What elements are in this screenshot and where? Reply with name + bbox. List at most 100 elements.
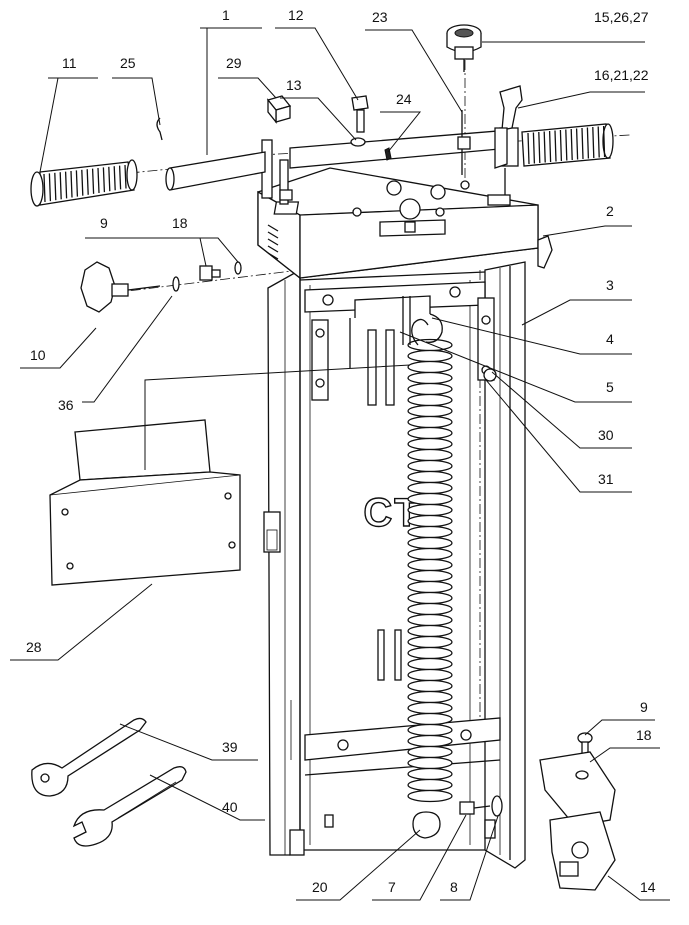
callout-5: 5 (606, 379, 614, 395)
callout-36: 36 (58, 397, 74, 413)
callout-12: 12 (288, 7, 304, 23)
grip-rib (70, 170, 73, 198)
callout-15-26-27: 15,26,27 (594, 9, 649, 25)
callout-18-top: 18 (172, 215, 188, 231)
callout-4: 4 (606, 331, 614, 347)
callout-11: 11 (62, 55, 77, 71)
grip-rib (538, 131, 541, 164)
grip-rib (86, 169, 89, 195)
callout-24: 24 (396, 91, 412, 107)
left-grip (30, 159, 138, 207)
callout-14: 14 (640, 879, 656, 895)
spring (407, 318, 453, 803)
bolt-part-9-bottom (577, 732, 593, 759)
spring-coil (407, 745, 453, 759)
washer-part-36 (172, 276, 180, 292)
callout-1: 1 (222, 7, 230, 23)
grip-rib (118, 165, 122, 190)
grip-rib (102, 167, 106, 193)
callout-30: 30 (598, 427, 614, 443)
grip-rib (575, 128, 579, 160)
spring-coil (407, 569, 453, 583)
washer-part-18-top (234, 261, 242, 275)
callout-16-21-22: 16,21,22 (594, 67, 649, 83)
spring-coil (407, 393, 453, 407)
callout-9-bottom: 9 (640, 699, 648, 715)
frame-lettering: CT (363, 491, 420, 535)
callout-23: 23 (372, 9, 388, 25)
callout-25: 25 (120, 55, 136, 71)
spring-coil (407, 371, 453, 385)
grip-rib (532, 132, 536, 164)
spring-coil (407, 459, 453, 473)
grip-rib (602, 125, 606, 158)
callout-39: 39 (222, 739, 238, 755)
grip-rib (64, 171, 68, 199)
grip-rib (97, 167, 100, 194)
grip-rib (565, 129, 568, 161)
callout-18-bottom: 18 (636, 727, 652, 743)
top-housing (257, 139, 553, 280)
spring-coil (407, 536, 453, 550)
grip-rib (59, 172, 62, 200)
leader-lines (10, 27, 670, 901)
open-wrench-part-40 (72, 766, 187, 847)
grip-rib (586, 127, 590, 159)
callout-20: 20 (312, 879, 328, 895)
grip-rib (43, 173, 46, 203)
spring-coil (407, 756, 453, 770)
mounting-plate-part-28 (49, 419, 241, 586)
callout-31: 31 (598, 471, 614, 487)
callout-28: 28 (26, 639, 42, 655)
spring-coil (407, 778, 453, 792)
throttle-lever (494, 85, 523, 195)
bolt-part-7 (459, 801, 491, 815)
callout-10: 10 (30, 347, 46, 363)
spring-coil (407, 448, 453, 462)
grip-rib (559, 129, 563, 162)
callout-2: 2 (606, 203, 614, 219)
spring-coil (407, 580, 453, 594)
knob-part-10 (80, 261, 161, 313)
spring-coil (407, 426, 453, 440)
spring-coil (407, 503, 453, 517)
shackle-assembly (349, 295, 497, 382)
knob-axis-line (94, 269, 301, 296)
connector-plug (446, 24, 482, 72)
spring-coil (407, 514, 453, 528)
spring-top-hook (411, 318, 429, 346)
grip-rib (108, 166, 111, 192)
spring-coil (407, 558, 453, 572)
bolt-part-12 (351, 95, 369, 133)
grip-rib (124, 164, 127, 189)
grip-rib (527, 132, 530, 165)
spring-coil (407, 712, 453, 726)
spring-coil (407, 646, 453, 660)
pin-part-24 (384, 147, 392, 161)
bolt-part-9-top (199, 265, 221, 281)
grip-rib (91, 168, 95, 194)
callout-29: 29 (226, 55, 242, 71)
spring-coil (407, 734, 453, 748)
spring-coil (407, 767, 453, 781)
spring-coil (407, 481, 453, 495)
grip-rib (570, 128, 573, 161)
square-cap-part-29 (266, 95, 292, 124)
spring-coil (407, 360, 453, 374)
spring-coil (407, 349, 453, 363)
grip-rib (543, 131, 546, 163)
spring-coil (407, 635, 453, 649)
callout-13: 13 (286, 77, 302, 93)
main-frame (263, 261, 526, 869)
grip-rib (592, 126, 595, 159)
spring-coil (407, 591, 453, 605)
spring-coil (407, 668, 453, 682)
right-grip (499, 123, 614, 167)
spring-coil (407, 492, 453, 506)
spring-coil (407, 404, 453, 418)
spring-coil (407, 547, 453, 561)
spring-coil (407, 437, 453, 451)
bracket-part-14 (539, 751, 616, 891)
